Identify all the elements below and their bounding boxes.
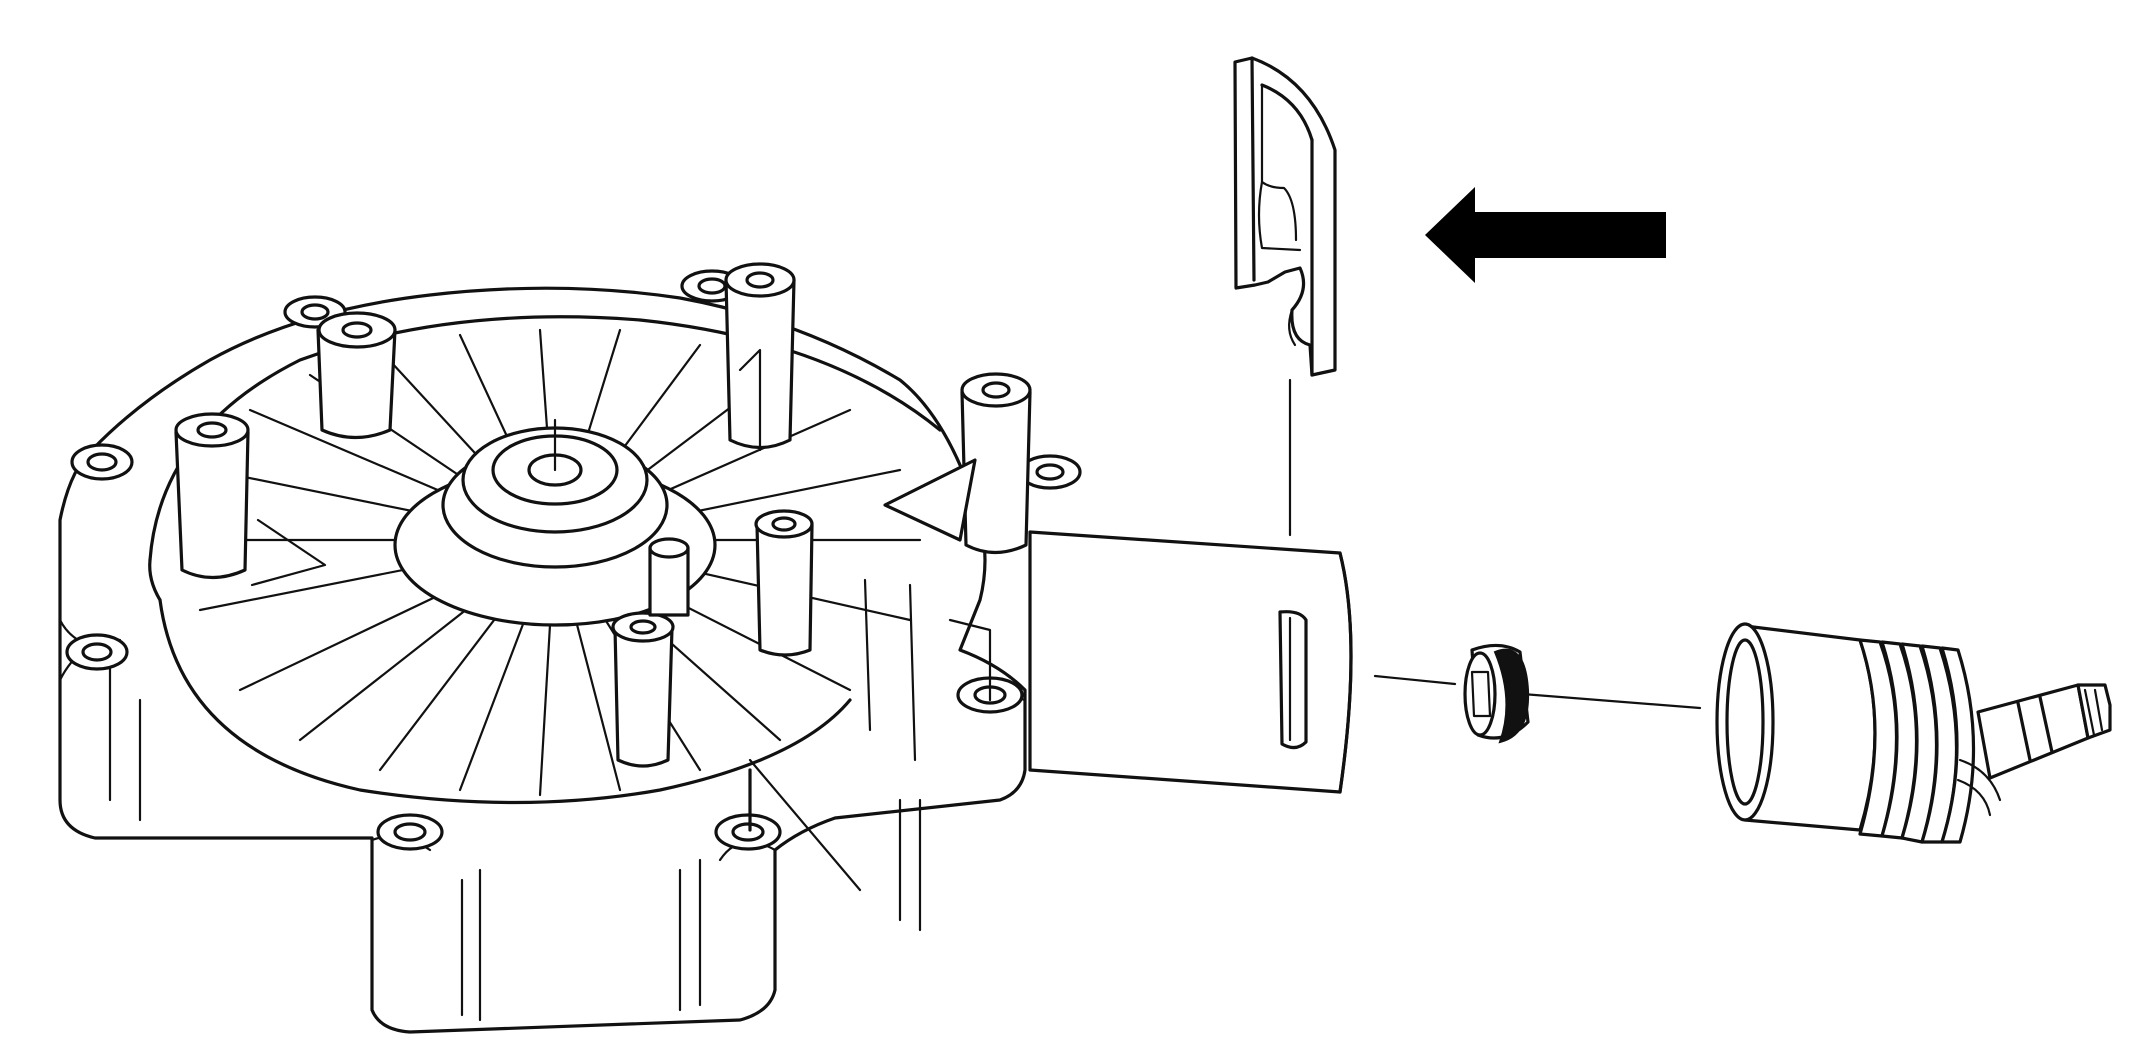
housing-posts (174, 262, 1032, 892)
mounting-holes (65, 269, 1082, 851)
pump-housing-icon (58, 262, 1353, 1034)
arrow-left-icon (1425, 187, 1666, 283)
housing-flange (58, 286, 1027, 1034)
housing-rim-left (148, 558, 162, 602)
assembly-guide-lines (1288, 378, 1702, 710)
hose-connector-icon (1715, 622, 2112, 844)
retaining-clip-icon (1233, 56, 1337, 377)
seal-washer-icon (1463, 643, 1530, 744)
housing-hub (393, 418, 717, 627)
housing-rim-inner (158, 598, 852, 805)
housing-outlet-tube (1028, 530, 1353, 794)
